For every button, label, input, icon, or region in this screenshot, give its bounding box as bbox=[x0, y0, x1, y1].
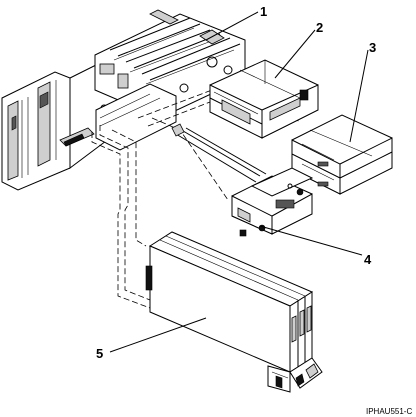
figure-id: IPHAU551-C bbox=[366, 407, 412, 416]
callout-labels: 1 2 3 4 5 bbox=[96, 4, 376, 361]
callout-5: 5 bbox=[96, 346, 103, 361]
leader-lines bbox=[109, 11, 369, 353]
media-bay-cage bbox=[209, 59, 319, 139]
callout-1: 1 bbox=[260, 4, 267, 19]
callout-2: 2 bbox=[316, 20, 323, 35]
media-drive-stack bbox=[291, 114, 393, 195]
module-assembly bbox=[145, 231, 323, 393]
callout-3: 3 bbox=[369, 40, 376, 55]
operator-panel bbox=[171, 123, 314, 237]
server-chassis bbox=[1, 9, 246, 191]
callout-4: 4 bbox=[364, 252, 372, 267]
